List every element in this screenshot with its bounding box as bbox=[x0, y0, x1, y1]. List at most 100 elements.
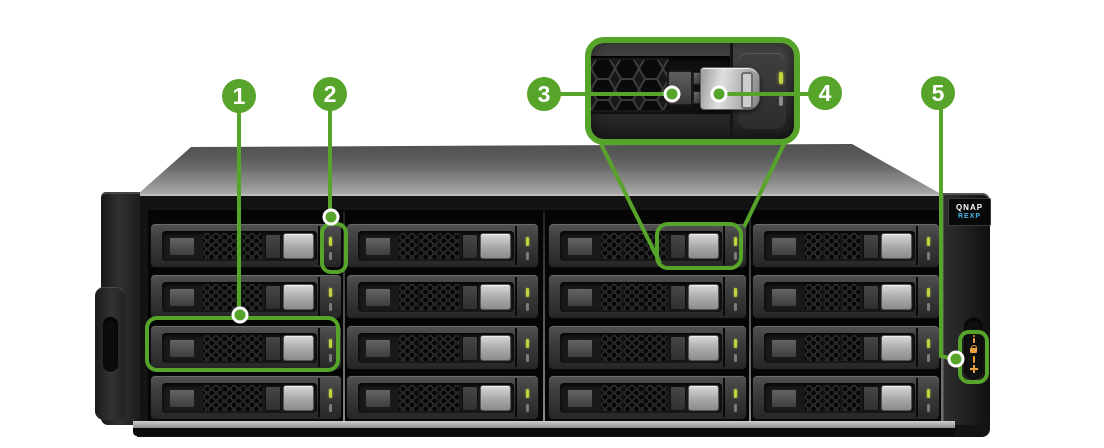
brand-label: QNAP REXP bbox=[948, 198, 991, 226]
tray-seam bbox=[515, 378, 517, 417]
plus-led-icon bbox=[969, 365, 978, 373]
drive-bay bbox=[548, 325, 747, 370]
drive-status-slot bbox=[526, 354, 529, 362]
tray-latch-lever bbox=[283, 385, 314, 411]
callout-1-label: 1 bbox=[232, 82, 246, 109]
status-led-recess bbox=[964, 318, 983, 380]
inset-status-slot bbox=[779, 96, 783, 106]
tray-seam bbox=[723, 328, 725, 367]
tray-seam bbox=[318, 378, 320, 417]
tray-handle-recess bbox=[162, 383, 317, 413]
tray-vent-grille bbox=[399, 284, 459, 310]
tray-label-window bbox=[771, 388, 797, 408]
drive-status-slot bbox=[329, 252, 332, 260]
drive-bay bbox=[752, 375, 940, 420]
tray-handle-recess bbox=[764, 333, 915, 363]
tray-seam bbox=[723, 226, 725, 265]
callout-5: 5 bbox=[921, 76, 955, 110]
tray-latch-button bbox=[265, 233, 281, 259]
tray-vent-grille bbox=[805, 335, 860, 361]
tray-handle-recess bbox=[560, 282, 722, 312]
inset-latch-button bbox=[667, 70, 693, 106]
drive-bay bbox=[346, 223, 539, 268]
drive-bay bbox=[150, 274, 342, 319]
tray-label-window bbox=[169, 388, 195, 408]
drive-activity-led bbox=[526, 288, 529, 297]
drive-bay-grid bbox=[148, 210, 943, 424]
drive-status-slot bbox=[927, 404, 930, 412]
drive-activity-led bbox=[329, 339, 332, 348]
tray-latch-lever bbox=[688, 335, 719, 361]
tray-handle-recess bbox=[162, 282, 317, 312]
callout-3: 3 bbox=[527, 77, 561, 111]
tray-seam bbox=[723, 277, 725, 316]
drive-bay bbox=[346, 375, 539, 420]
tray-label-window bbox=[169, 287, 195, 307]
drive-status-slot bbox=[734, 354, 737, 362]
drive-bay bbox=[752, 223, 940, 268]
drive-status-slot bbox=[734, 404, 737, 412]
tray-handle-recess bbox=[764, 282, 915, 312]
drive-status-slot bbox=[927, 252, 930, 260]
tray-vent-grille bbox=[601, 284, 667, 310]
tray-latch-button bbox=[670, 385, 686, 411]
drive-activity-led bbox=[734, 339, 737, 348]
drive-bay bbox=[150, 375, 342, 420]
drive-activity-led bbox=[927, 389, 930, 398]
drive-activity-led bbox=[526, 339, 529, 348]
drive-status-slot bbox=[927, 354, 930, 362]
tray-vent-grille bbox=[399, 335, 459, 361]
drive-activity-led bbox=[734, 288, 737, 297]
tray-latch-lever bbox=[688, 284, 719, 310]
tray-label-window bbox=[567, 338, 593, 358]
tray-label-window bbox=[169, 236, 195, 256]
left-rack-handle bbox=[95, 287, 125, 420]
drive-activity-led bbox=[734, 389, 737, 398]
tray-handle-recess bbox=[162, 333, 317, 363]
tray-seam bbox=[318, 277, 320, 316]
tray-label-window bbox=[771, 236, 797, 256]
tray-latch-button bbox=[670, 335, 686, 361]
tray-label-window bbox=[365, 287, 391, 307]
chassis-top-panel bbox=[138, 144, 941, 194]
tray-handle-recess bbox=[764, 383, 915, 413]
callout-2-label: 2 bbox=[323, 80, 337, 107]
drive-status-slot bbox=[734, 252, 737, 260]
tray-seam bbox=[318, 226, 320, 265]
drive-activity-led bbox=[734, 237, 737, 246]
drive-activity-led bbox=[927, 288, 930, 297]
drive-bay bbox=[548, 274, 747, 319]
bay-column-divider bbox=[749, 212, 751, 424]
tray-latch-lever bbox=[688, 233, 719, 259]
tray-latch-button bbox=[863, 385, 879, 411]
tray-latch-lever bbox=[480, 385, 511, 411]
tray-seam bbox=[515, 277, 517, 316]
tray-latch-lever bbox=[688, 385, 719, 411]
inset-latch-lever bbox=[700, 67, 760, 110]
model-name: REXP bbox=[957, 213, 982, 220]
tray-latch-lever bbox=[480, 284, 511, 310]
drive-bay bbox=[346, 274, 539, 319]
tray-latch-lever bbox=[480, 233, 511, 259]
tray-latch-lever bbox=[283, 233, 314, 259]
drive-bay bbox=[150, 325, 342, 370]
drive-activity-led bbox=[526, 237, 529, 246]
drive-status-slot bbox=[734, 303, 737, 311]
tray-label-window bbox=[567, 236, 593, 256]
handle-slot bbox=[103, 317, 118, 372]
drive-activity-led bbox=[329, 288, 332, 297]
right-control-panel: QNAP REXP bbox=[941, 193, 991, 425]
inset-vent-grille bbox=[591, 58, 669, 112]
drive-bay bbox=[752, 325, 940, 370]
drive-status-slot bbox=[526, 252, 529, 260]
drive-status-slot bbox=[526, 303, 529, 311]
drive-activity-led bbox=[927, 237, 930, 246]
tray-seam bbox=[916, 378, 918, 417]
tray-label-window bbox=[365, 388, 391, 408]
tray-label-window bbox=[365, 236, 391, 256]
drive-activity-led bbox=[927, 339, 930, 348]
tray-latch-button bbox=[462, 335, 478, 361]
tray-latch-button bbox=[670, 233, 686, 259]
tray-latch-button bbox=[863, 233, 879, 259]
